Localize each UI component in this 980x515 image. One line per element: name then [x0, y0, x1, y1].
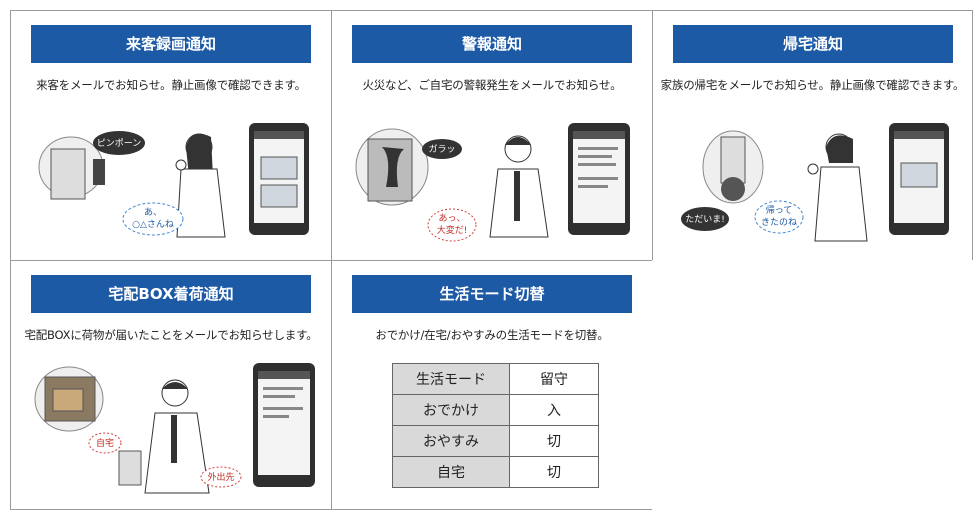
alarm-illustration: ガラッ あっ、 大変だ!	[355, 123, 630, 242]
table-cell: おやすみ	[392, 425, 510, 457]
feature-description: おでかけ/在宅/おやすみの生活モードを切替。	[375, 328, 609, 342]
empty-cell	[652, 260, 973, 510]
feature-title: 来客録画通知	[31, 25, 311, 63]
bubble-text: 外出先	[207, 471, 234, 483]
feature-cell-delivery-box: 宅配BOX着荷通知 宅配BOXに荷物が届いたことをメールでお知らせします。 自宅…	[10, 260, 332, 510]
smartphone-icon	[568, 123, 630, 235]
table-row: 生活モード 留守	[392, 363, 599, 395]
table-row: 自宅 切	[392, 456, 599, 488]
bubble-text: あ、	[144, 207, 162, 218]
life-mode-table: 生活モード 留守 おでかけ 入 おやすみ 切 自宅 切	[392, 363, 599, 488]
feature-title: 生活モード切替	[352, 275, 632, 313]
smartphone-icon	[253, 363, 315, 487]
table-cell: 切	[509, 456, 599, 488]
feature-cell-alarm: 警報通知 火災など、ご自宅の警報発生をメールでお知らせ。 ガラッ あっ、 大変だ…	[331, 10, 653, 261]
feature-title: 警報通知	[352, 25, 632, 63]
feature-cell-visitor: 来客録画通知 来客をメールでお知らせ。静止画像で確認できます。 ピンポーン あ、…	[10, 10, 332, 261]
homecoming-illustration: ただいま! 帰って きたのね	[681, 123, 949, 242]
table-cell: 切	[509, 425, 599, 457]
bubble-text: ただいま!	[685, 214, 725, 225]
bubble-text: ガラッ	[428, 144, 455, 155]
bubble-text: 自宅	[96, 437, 114, 449]
feature-grid: 来客録画通知 来客をメールでお知らせ。静止画像で確認できます。 ピンポーン あ、…	[10, 10, 973, 510]
table-cell: 入	[509, 394, 599, 426]
feature-cell-homecoming: 帰宅通知 家族の帰宅をメールでお知らせ。静止画像で確認できます。 ただいま! 帰…	[652, 10, 973, 261]
feature-title: 宅配BOX着荷通知	[31, 275, 311, 313]
table-cell: 自宅	[392, 456, 510, 488]
bubble-text: ピンポーン	[97, 138, 142, 149]
bubble-text: ○△さんね	[132, 219, 174, 230]
smartphone-icon	[889, 123, 949, 235]
feature-description: 火災など、ご自宅の警報発生をメールでお知らせ。	[362, 78, 622, 92]
bubble-text: きたのね	[761, 217, 797, 228]
delivery-illustration: 自宅 外出先	[34, 363, 315, 494]
bubble-text: あっ、	[438, 213, 465, 224]
bubble-text: 大変だ!	[437, 224, 468, 236]
feature-description: 宅配BOXに荷物が届いたことをメールでお知らせします。	[24, 328, 318, 342]
visitor-illustration: ピンポーン あ、 ○△さんね	[38, 123, 309, 238]
table-row: おやすみ 切	[392, 425, 599, 457]
feature-description: 家族の帰宅をメールでお知らせ。静止画像で確認できます。	[660, 78, 965, 92]
table-header-cell: 生活モード	[392, 363, 510, 395]
feature-cell-life-mode: 生活モード切替 おでかけ/在宅/おやすみの生活モードを切替。 生活モード 留守 …	[331, 260, 653, 510]
feature-title: 帰宅通知	[673, 25, 953, 63]
bubble-text: 帰って	[766, 204, 793, 216]
table-header-cell: 留守	[509, 363, 599, 395]
feature-description: 来客をメールでお知らせ。静止画像で確認できます。	[36, 78, 306, 92]
table-cell: おでかけ	[392, 394, 510, 426]
smartphone-icon	[249, 123, 309, 235]
table-row: おでかけ 入	[392, 394, 599, 426]
